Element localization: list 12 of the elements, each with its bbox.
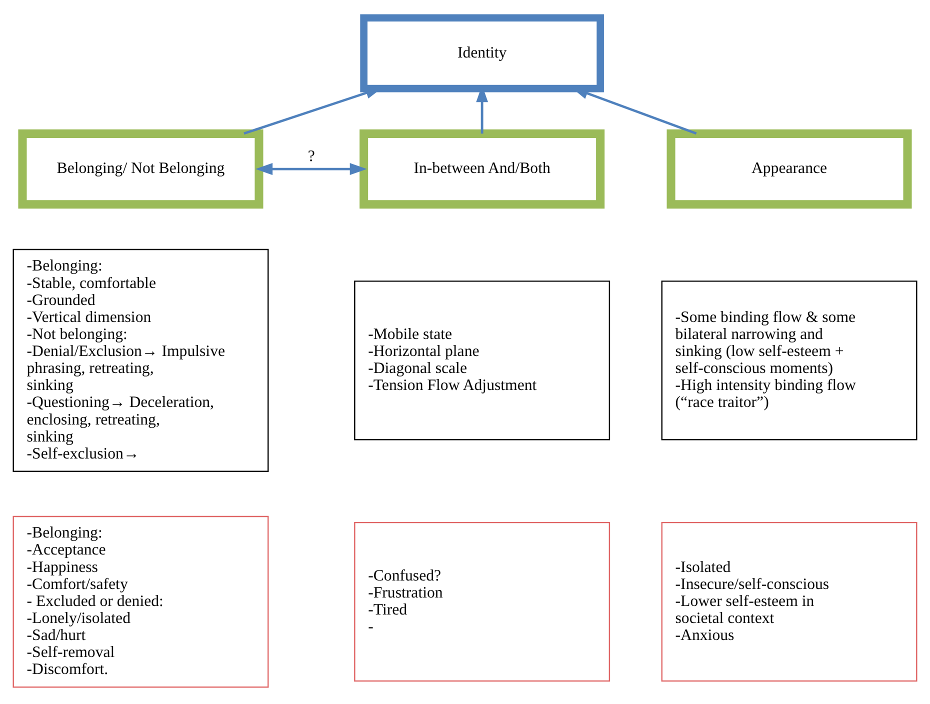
edge-label: ? — [308, 147, 315, 164]
node-box: Identity — [360, 14, 604, 92]
node-box: Belonging/ Not Belonging — [18, 128, 264, 208]
node-box: -Belonging: -Acceptance -Happiness -Comfort/safety - Excluded or denied: -Lonely/isolated -Sad/hurt -Self-removal -Discomfort. — [12, 515, 269, 688]
node-box: -Belonging: -Stable, comfortable -Grounded -Vertical dimension -Not belonging: -Denial/Exclusion→ Impulsive phrasing, retreating, sinking -Questioning→ Deceleration, enclosing, retreating, sinking -Self-exclusion→ — [12, 248, 269, 472]
node-box: -Some binding flow & some bilateral narrowing and sinking (low self-esteem + self-conscious moments) -High intensity binding flow (“race traitor”) — [661, 280, 918, 440]
node-box: -Confused? -Frustration -Tired - — [354, 521, 610, 682]
arrow — [255, 162, 367, 175]
node-box: -Mobile state -Horizontal plane -Diagonal scale -Tension Flow Adjustment — [354, 280, 610, 440]
node-box: Appearance — [666, 128, 912, 208]
node-box: In-between And/Both — [360, 128, 605, 208]
node-box: -Isolated -Insecure/self-conscious -Lower self-esteem in societal context -Anxious — [661, 521, 918, 682]
